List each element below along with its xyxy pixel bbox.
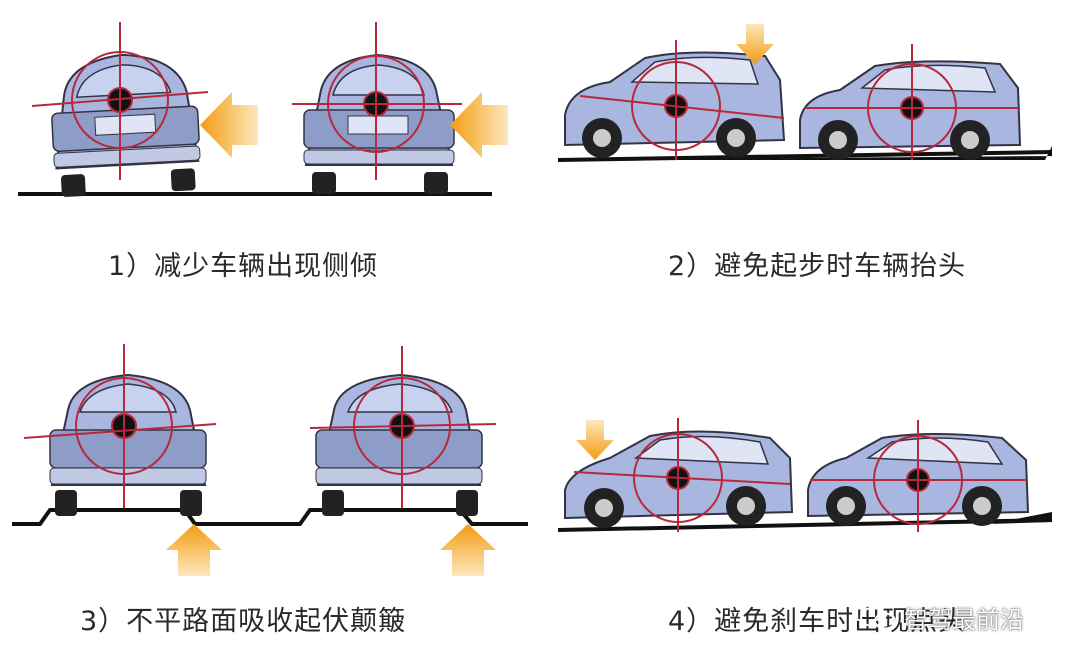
- bumpy-road-line: [12, 508, 528, 526]
- arrow-up-icon: [166, 524, 222, 576]
- crosshair-right: [810, 420, 1028, 532]
- panel-caption: 4）避免刹车时出现点头: [668, 606, 967, 637]
- crosshair-left: [573, 418, 791, 532]
- rear-car-left: [49, 373, 207, 516]
- rear-car-right: [303, 53, 455, 194]
- panel-caption: 3）不平路面吸收起伏颠簸: [80, 606, 407, 637]
- rear-view-cars-illustration: [18, 22, 508, 197]
- panel-launch-squat: 2）避免起步时车辆抬头: [540, 0, 1080, 300]
- crosshair-left: [31, 22, 209, 180]
- arrow-down-icon: [576, 420, 614, 460]
- crosshair-left: [23, 344, 217, 508]
- rear-view-bumpy-road-illustration: [12, 344, 528, 576]
- arrow-up-icon: [440, 524, 496, 576]
- arrow-left-icon: [200, 92, 258, 158]
- rear-car-right: [315, 373, 483, 516]
- arrow-left-icon: [450, 92, 508, 158]
- rear-car-left: [51, 53, 201, 197]
- crosshair-right: [292, 22, 462, 180]
- panel-body-roll: 1）减少车辆出现侧倾: [0, 0, 540, 300]
- panel-bump-absorb: 3）不平路面吸收起伏颠簸: [0, 340, 540, 663]
- side-view-cars-illustration: [557, 418, 1053, 532]
- panel-caption: 1）减少车辆出现侧倾: [108, 251, 379, 282]
- crosshair-right: [309, 346, 497, 508]
- watermark-text: 智驾最前沿: [904, 606, 1024, 634]
- side-view-cars-illustration: [557, 24, 1053, 162]
- panel-caption: 2）避免起步时车辆抬头: [668, 251, 967, 282]
- crosshair-right: [805, 44, 1020, 160]
- crosshair-left: [579, 40, 785, 160]
- watermark: 智驾最前沿: [858, 600, 1024, 635]
- ramp-road: [558, 146, 1052, 160]
- panel-brake-dive: 4）避免刹车时出现点头: [540, 340, 1080, 663]
- wechat-icon: [860, 606, 896, 629]
- ramp-road: [990, 512, 1052, 524]
- arrow-down-icon: [736, 24, 774, 64]
